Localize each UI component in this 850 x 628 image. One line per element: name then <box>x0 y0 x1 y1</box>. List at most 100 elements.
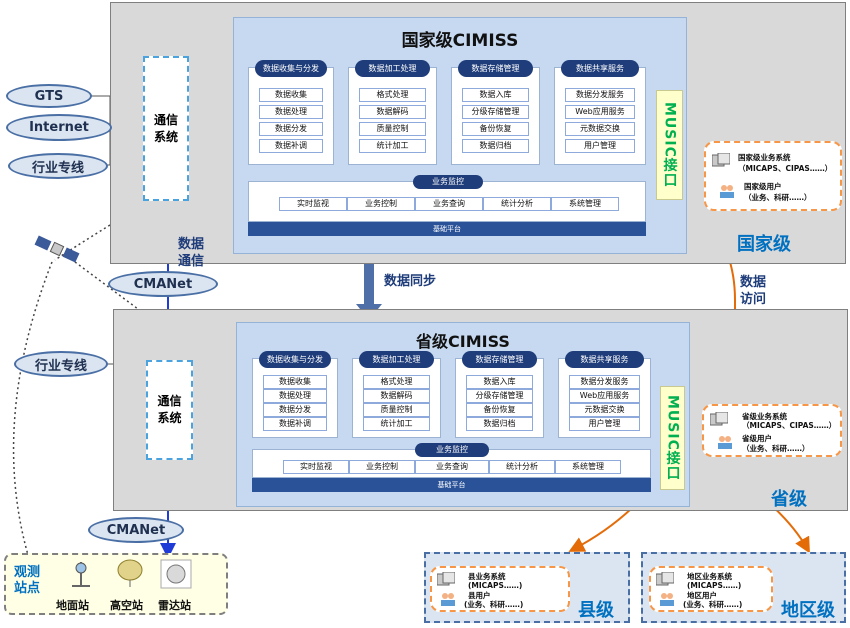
cloud-industry-line: 行业专线 <box>8 153 108 179</box>
data-comm-label: 数据通信 <box>178 237 205 269</box>
province-user-label: 省级用户 <box>742 434 772 443</box>
national-group-collect: 数据收集与分发 数据收集 数据处理 数据分发 数据补调 <box>248 60 334 165</box>
district-user-sub: (业务、科研……) <box>683 600 743 609</box>
group-head: 数据存储管理 <box>462 351 537 368</box>
cloud-gts: GTS <box>6 84 92 108</box>
province-comm-system: 通信系统 <box>146 360 193 460</box>
national-base-platform: 基础平台 <box>248 222 646 236</box>
province-user-box: 省级业务系统 （MICAPS、CIPAS……） 省级用户 （业务、科研……） <box>702 404 842 457</box>
monitor-item: 统计分析 <box>489 460 555 474</box>
group-item: 格式处理 <box>363 375 430 389</box>
district-region: 地区业务系统 (MICAPS……) 地区用户 (业务、科研……) 地区级 <box>641 552 846 623</box>
group-item: 数据补调 <box>263 417 327 431</box>
group-head: 数据加工处理 <box>355 60 430 77</box>
group-item: 数据分发服务 <box>565 88 635 102</box>
group-item: 数据分发服务 <box>569 375 640 389</box>
national-system-sub: （MICAPS、CIPAS……） <box>738 164 833 173</box>
cloud-province-industry-line: 行业专线 <box>14 351 108 377</box>
group-head: 数据加工处理 <box>359 351 434 368</box>
province-cimiss-title: 省级CIMISS <box>416 332 510 351</box>
county-user-box: 县业务系统 (MICAPS……) 县用户 (业务、科研……) <box>430 566 570 612</box>
group-head: 数据共享服务 <box>565 351 644 368</box>
monitor-item: 实时监视 <box>279 197 347 211</box>
observation-title: 观测站点 <box>14 565 41 596</box>
monitor-item: 系统管理 <box>551 197 619 211</box>
server-icon <box>712 153 730 167</box>
county-user-label: 县用户 <box>468 591 491 600</box>
group-item: 分级存储管理 <box>466 389 533 403</box>
satellite-icon <box>34 235 80 263</box>
group-item: Web应用服务 <box>565 105 635 119</box>
national-cimiss-title: 国家级CIMISS <box>401 31 519 51</box>
national-group-process: 数据加工处理 格式处理 数据解码 质量控制 统计加工 <box>348 60 437 165</box>
province-group-share: 数据共享服务 数据分发服务 Web应用服务 元数据交换 用户管理 <box>558 351 651 438</box>
group-item: 格式处理 <box>359 88 426 102</box>
group-item: 质量控制 <box>359 122 426 136</box>
radar-station-icon <box>160 559 192 589</box>
server-icon <box>656 572 674 586</box>
server-icon <box>437 572 455 586</box>
station-ground-label: 地面站 <box>56 599 89 612</box>
monitor-head: 业务监控 <box>415 443 489 457</box>
group-item: 数据解码 <box>363 389 430 403</box>
group-item: 分级存储管理 <box>462 105 529 119</box>
monitor-item: 系统管理 <box>555 460 621 474</box>
users-icon <box>660 593 674 606</box>
group-item: Web应用服务 <box>569 389 640 403</box>
national-music-interface: MUSIC接口 <box>656 90 683 200</box>
server-icon <box>710 412 728 426</box>
monitor-head: 业务监控 <box>413 175 483 189</box>
cloud-cmanet-bottom: CMANet <box>88 517 184 543</box>
county-system-sub: (MICAPS……) <box>468 581 523 590</box>
group-item: 统计加工 <box>363 417 430 431</box>
group-head: 数据收集与分发 <box>259 351 331 368</box>
monitor-item: 业务查询 <box>415 197 483 211</box>
province-group-process: 数据加工处理 格式处理 数据解码 质量控制 统计加工 <box>352 351 441 438</box>
group-item: 数据归档 <box>462 139 529 153</box>
users-icon <box>441 593 455 606</box>
national-user-label: 国家级用户 <box>744 182 782 191</box>
group-item: 数据处理 <box>259 105 323 119</box>
group-item: 数据收集 <box>263 375 327 389</box>
data-sync-label: 数据同步 <box>384 274 437 289</box>
group-item: 数据分发 <box>259 122 323 136</box>
district-system-sub: (MICAPS……) <box>687 581 742 590</box>
monitor-item: 业务控制 <box>349 460 415 474</box>
users-icon <box>720 185 734 198</box>
upper-air-station-icon <box>117 559 143 587</box>
station-upper-label: 高空站 <box>110 599 143 612</box>
national-monitor: 业务监控 实时监视 业务控制 业务查询 统计分析 系统管理 <box>248 175 646 222</box>
national-group-storage: 数据存储管理 数据入库 分级存储管理 备份恢复 数据归档 <box>451 60 540 165</box>
district-user-label: 地区用户 <box>687 591 717 600</box>
district-level-label: 地区级 <box>781 600 835 621</box>
county-region: 县业务系统 (MICAPS……) 县用户 (业务、科研……) 县级 <box>424 552 630 623</box>
group-item: 数据入库 <box>466 375 533 389</box>
national-user-box: 国家级业务系统 （MICAPS、CIPAS……） 国家级用户 （业务、科研……） <box>704 141 842 211</box>
monitor-item: 业务查询 <box>415 460 489 474</box>
group-item: 质量控制 <box>363 403 430 417</box>
group-item: 数据解码 <box>359 105 426 119</box>
province-group-collect: 数据收集与分发 数据收集 数据处理 数据分发 数据补调 <box>252 351 338 438</box>
province-group-storage: 数据存储管理 数据入库 分级存储管理 备份恢复 数据归档 <box>455 351 544 438</box>
national-system-label: 国家级业务系统 <box>738 153 791 162</box>
group-item: 用户管理 <box>569 417 640 431</box>
district-system-label: 地区业务系统 <box>687 572 732 581</box>
group-item: 统计加工 <box>359 139 426 153</box>
monitor-item: 统计分析 <box>483 197 551 211</box>
group-head: 数据共享服务 <box>561 60 639 77</box>
county-level-label: 县级 <box>578 600 614 621</box>
group-item: 备份恢复 <box>466 403 533 417</box>
group-item: 数据分发 <box>263 403 327 417</box>
national-group-share: 数据共享服务 数据分发服务 Web应用服务 元数据交换 用户管理 <box>554 60 646 165</box>
data-access-label: 数据访问 <box>740 275 767 307</box>
national-comm-system: 通信系统 <box>143 56 189 201</box>
group-item: 备份恢复 <box>462 122 529 136</box>
users-icon <box>718 436 732 449</box>
province-system-sub: （MICAPS、CIPAS……） <box>742 421 837 430</box>
group-item: 元数据交换 <box>565 122 635 136</box>
province-system-label: 省级业务系统 <box>742 412 787 421</box>
province-user-sub: （业务、科研……） <box>742 444 810 453</box>
station-radar-label: 雷达站 <box>158 599 191 612</box>
observation-box: 观测站点 地面站 高空站 雷达站 <box>4 553 228 615</box>
province-level-label: 省级 <box>771 489 807 510</box>
